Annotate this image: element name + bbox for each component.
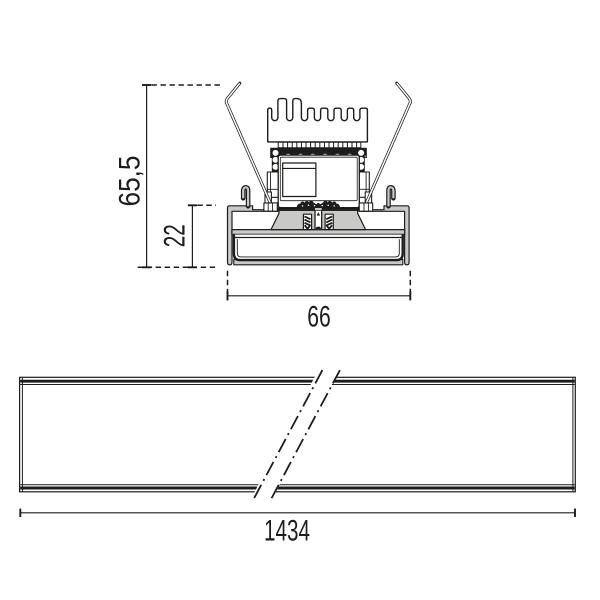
- dimension-profile-length: 1434: [19, 508, 576, 548]
- spring-clamp-right: [358, 202, 374, 212]
- side-coil-left: [271, 148, 280, 173]
- profile-flange-left: [226, 205, 279, 266]
- dim-label-recess-depth: 22: [159, 224, 192, 247]
- ceiling-hook-right: [386, 185, 396, 209]
- led-pcb-bar-right: [321, 207, 362, 211]
- dim-label-profile-width: 66: [307, 301, 331, 334]
- profile-flange-right: [358, 205, 410, 266]
- led-module: [276, 200, 362, 211]
- spring-clip-left: [224, 81, 275, 212]
- break-gap: [250, 368, 341, 500]
- center-screw-slot: [314, 210, 323, 230]
- dimension-recess-depth: 22: [159, 204, 216, 269]
- led-dots: [301, 204, 335, 207]
- dim-label-total-height: 65,5: [114, 156, 147, 207]
- profile-side-view: 1434: [19, 368, 576, 548]
- driver-box: [277, 154, 360, 209]
- dimension-profile-width: 66: [226, 270, 412, 334]
- break-lines: [253, 369, 341, 500]
- dim-label-profile-length: 1434: [264, 515, 310, 548]
- aperture-plate: [231, 229, 406, 235]
- screw-channel-left: [302, 213, 313, 231]
- spring-clamp-left: [263, 202, 278, 212]
- dimensions: 65,5 22 66: [114, 84, 412, 334]
- led-cob-dome: [296, 200, 341, 208]
- ceiling-hook-left: [240, 185, 251, 209]
- heatsink-base-row: [277, 141, 362, 149]
- reflector: [232, 234, 404, 262]
- heatsink-fins: [267, 97, 369, 159]
- led-pcb-bar-left: [276, 207, 315, 211]
- mounting-profile: [226, 185, 410, 266]
- screw-channel-right: [324, 213, 334, 231]
- dimension-total-height: 65,5: [114, 84, 223, 269]
- spring-clip-right: [361, 81, 412, 212]
- bracket-column-left: [264, 171, 280, 207]
- cross-section-view: [224, 81, 412, 266]
